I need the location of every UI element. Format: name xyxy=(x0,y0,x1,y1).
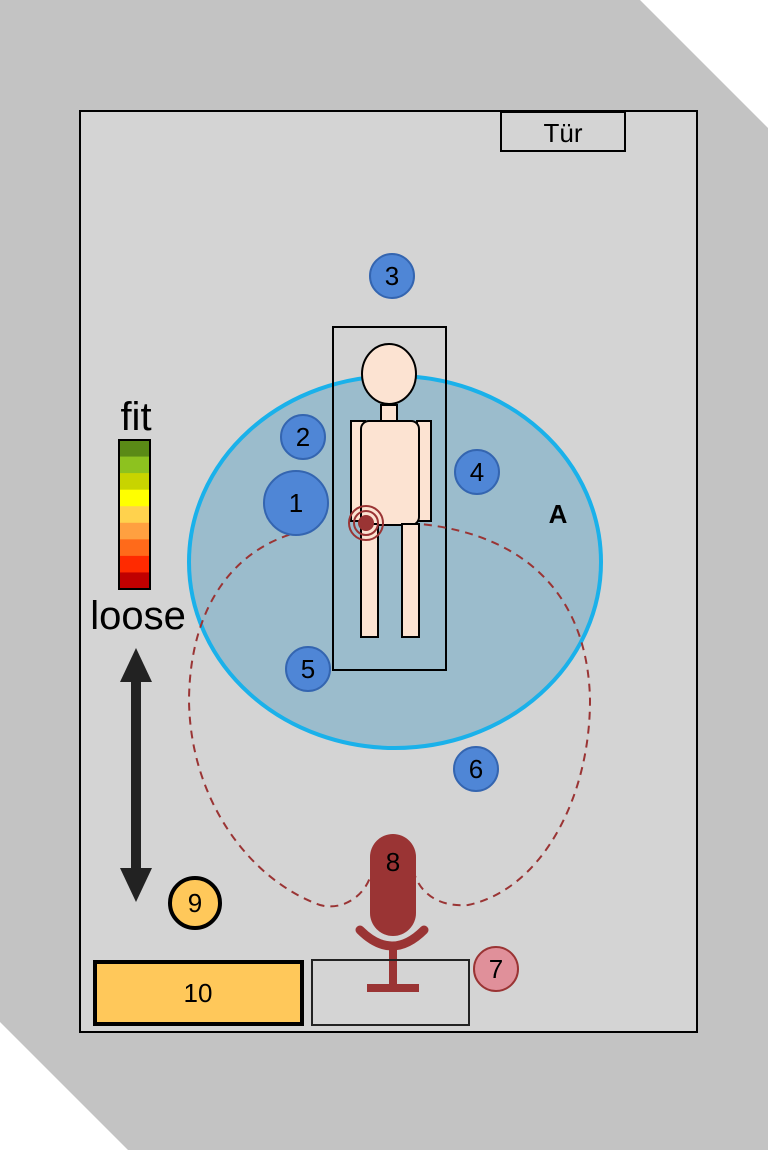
svg-text:1: 1 xyxy=(289,488,303,518)
dashed-pickup-pattern xyxy=(187,523,592,908)
figure-right-leg xyxy=(401,523,420,638)
svg-text:10: 10 xyxy=(184,978,213,1008)
figure-torso xyxy=(360,420,420,526)
figure-head xyxy=(361,343,417,405)
marker-3: 3 xyxy=(369,253,415,299)
marker-1: 1 xyxy=(263,470,329,536)
zone-a-label: A xyxy=(549,499,568,529)
svg-text:3: 3 xyxy=(385,261,399,291)
human-figure xyxy=(350,343,432,638)
legend-segment xyxy=(119,473,150,491)
marker-7: 7 xyxy=(473,946,519,992)
figure-neck xyxy=(380,404,398,422)
legend-segment xyxy=(119,572,150,590)
marker-8-label: 8 xyxy=(386,847,400,877)
svg-text:4: 4 xyxy=(470,457,484,487)
svg-text:7: 7 xyxy=(489,954,503,984)
marker-2: 2 xyxy=(280,414,326,460)
legend-segment xyxy=(119,506,150,524)
legend-bar-outline xyxy=(118,439,151,590)
legend-bottom-label: loose xyxy=(90,594,186,638)
legend-segment xyxy=(119,555,150,573)
table-outline xyxy=(332,326,447,671)
legend-top-label: fit xyxy=(120,395,151,439)
door-box xyxy=(500,111,626,152)
svg-text:5: 5 xyxy=(301,654,315,684)
legend-segment xyxy=(119,456,150,474)
svg-text:2: 2 xyxy=(296,422,310,452)
legend-color-bar xyxy=(119,440,150,590)
marker-9: 9 xyxy=(168,876,222,930)
figure-left-leg xyxy=(360,523,379,638)
box-10: 10 xyxy=(93,960,304,1026)
marker-6: 6 xyxy=(453,746,499,792)
marker-4: 4 xyxy=(454,449,500,495)
door-label: Tür xyxy=(544,118,583,148)
legend-segment xyxy=(119,440,150,458)
double-arrow-icon xyxy=(120,648,152,902)
legend-segment xyxy=(119,522,150,540)
svg-text:6: 6 xyxy=(469,754,483,784)
legend-segment xyxy=(119,539,150,557)
target-marker xyxy=(348,505,384,541)
legend-segment xyxy=(119,489,150,507)
microphone-icon: 8 xyxy=(355,834,429,992)
stand-box xyxy=(311,959,470,1026)
marker-5: 5 xyxy=(285,646,331,692)
svg-text:9: 9 xyxy=(188,888,202,918)
